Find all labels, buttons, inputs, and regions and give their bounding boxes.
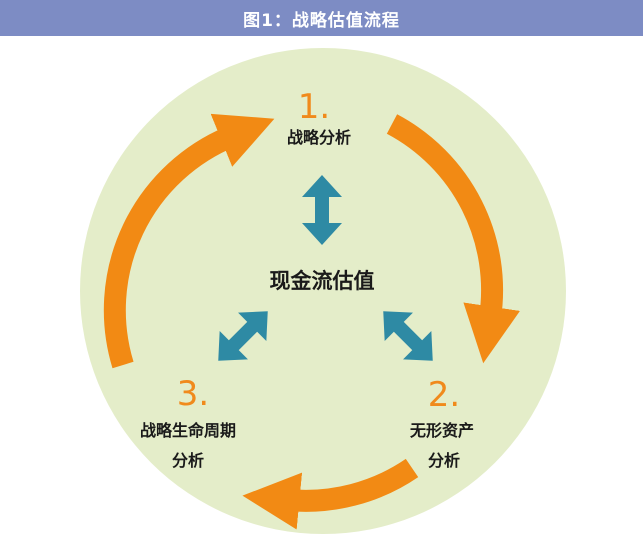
step-2-label-line-1: 无形资产 [409,421,474,440]
step-2-label-line-2: 分析 [428,451,460,470]
step-1-label: 战略分析 [287,128,351,147]
step-3-label-line-2: 分析 [172,451,204,470]
double-arrow-center-to-1 [302,175,342,245]
center-label: 现金流估值 [270,269,375,293]
step-3-label-line-1: 战略生命周期 [140,421,236,440]
step-3-number: 3. [177,374,209,414]
cycle-arrow-3-to-1 [103,113,275,369]
double-arrow-center-to-2 [383,311,433,361]
cycle-arrow-2-to-3 [242,458,419,530]
figure-title: 图1：战略估值流程 [243,10,400,31]
double-arrow-center-to-3 [218,311,268,361]
step-1-number: 1. [298,87,330,127]
cycle-arrow-1-to-2 [386,114,520,364]
step-2-number: 2. [428,375,460,415]
title-bar: 图1：战略估值流程 [0,0,643,36]
